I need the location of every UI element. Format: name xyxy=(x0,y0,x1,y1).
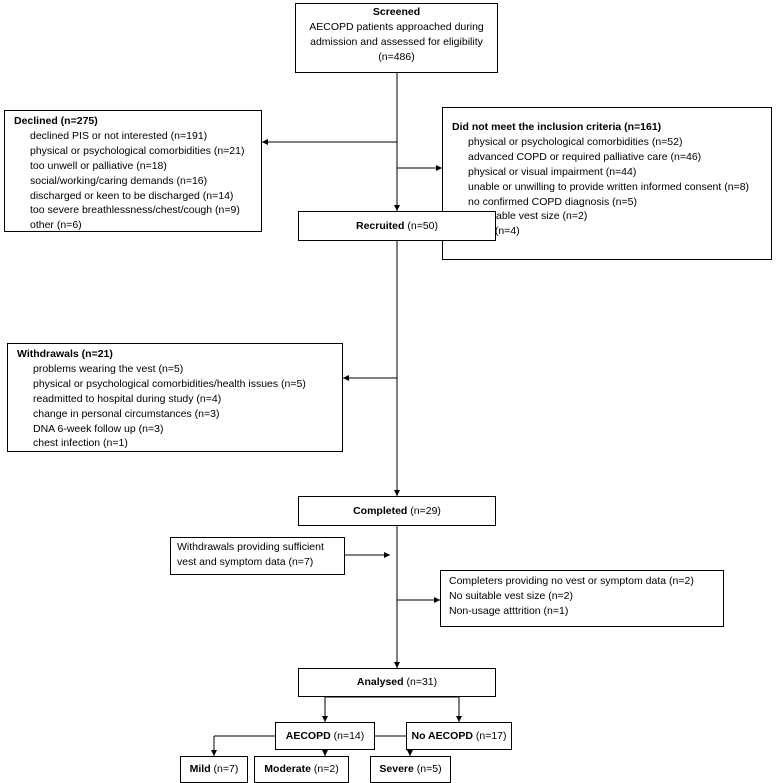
list-item: too severe breathlessness/chest/cough (n… xyxy=(30,204,240,217)
list-item: problems wearing the vest (n=5) xyxy=(33,362,184,375)
declined-list: declined PIS or not interested (n=191) p… xyxy=(14,129,261,233)
list-item: readmitted to hospital during study (n=4… xyxy=(33,392,222,405)
withdrawals-heading: Withdrawals (n=21) xyxy=(17,348,113,360)
list-item: physical or psychological comorbidities … xyxy=(30,144,245,157)
screened-line-1: AECOPD patients approached during xyxy=(309,20,484,33)
recruited-title: Recruited xyxy=(356,220,405,232)
recruited-count: (n=50) xyxy=(404,220,438,232)
list-item: no confirmed COPD diagnosis (n=5) xyxy=(468,195,637,208)
no-aecopd-box: No AECOPD (n=17) xyxy=(406,722,512,750)
list-item: advanced COPD or required palliative car… xyxy=(468,150,702,163)
list-item: discharged or keen to be discharged (n=1… xyxy=(30,189,234,202)
severe-title: Severe xyxy=(379,763,414,775)
completers-no-data-box: Completers providing no vest or symptom … xyxy=(440,570,724,627)
list-item: physical or visual impairment (n=44) xyxy=(468,165,637,178)
completed-count: (n=29) xyxy=(407,505,441,517)
moderate-box: Moderate (n=2) xyxy=(254,756,349,783)
list-item: too unwell or palliative (n=18) xyxy=(30,159,167,172)
completers-no-data-line-3: Non-usage atttrition (n=1) xyxy=(449,604,569,617)
mild-title: Mild xyxy=(189,763,211,775)
moderate-count: (n=2) xyxy=(310,763,339,775)
list-item: other (n=4) xyxy=(468,225,520,238)
aecopd-box: AECOPD (n=14) xyxy=(275,722,375,750)
list-item: social/working/caring demands (n=16) xyxy=(30,174,208,187)
list-item: unable or unwilling to provide written i… xyxy=(468,180,750,193)
no-aecopd-count: (n=17) xyxy=(472,730,507,742)
aecopd-count: (n=14) xyxy=(330,730,365,742)
withdrawals-sufficient-line-2: vest and symptom data (n=7) xyxy=(177,555,314,568)
severe-count: (n=5) xyxy=(413,763,442,775)
analysed-title: Analysed xyxy=(356,676,404,688)
no-aecopd-title: No AECOPD xyxy=(411,730,473,742)
analysed-count: (n=31) xyxy=(403,676,438,688)
moderate-title: Moderate xyxy=(264,763,311,775)
withdrawals-box: Withdrawals (n=21) problems wearing the … xyxy=(7,343,343,452)
list-item: chest infection (n=1) xyxy=(33,437,128,450)
completed-title: Completed xyxy=(353,505,408,517)
withdrawals-sufficient-line-1: Withdrawals providing sufficient xyxy=(177,541,324,553)
severe-box: Severe (n=5) xyxy=(370,756,451,783)
list-item: physical or psychological comorbidities … xyxy=(468,135,683,148)
screened-line-3: (n=486) xyxy=(378,50,415,63)
screened-box: Screened AECOPD patients approached duri… xyxy=(295,3,498,73)
list-item: change in personal circumstances (n=3) xyxy=(33,407,220,420)
list-item: other (n=6) xyxy=(30,219,82,232)
aecopd-title: AECOPD xyxy=(285,730,331,742)
list-item: unsuitable vest size (n=2) xyxy=(468,210,588,223)
not-meet-heading: Did not meet the inclusion criteria (n=1… xyxy=(452,121,662,133)
list-item: declined PIS or not interested (n=191) xyxy=(30,129,208,142)
declined-box: Declined (n=275) declined PIS or not int… xyxy=(4,110,262,232)
list-item: physical or psychological comorbidities/… xyxy=(33,377,306,390)
mild-box: Mild (n=7) xyxy=(180,756,248,783)
completed-box: Completed (n=29) xyxy=(298,496,496,526)
screened-line-2: admission and assessed for eligibility xyxy=(310,35,483,48)
list-item: DNA 6-week follow up (n=3) xyxy=(33,422,164,435)
recruited-box: Recruited (n=50) xyxy=(298,211,496,241)
analysed-box: Analysed (n=31) xyxy=(298,668,496,697)
not-meet-criteria-box: Did not meet the inclusion criteria (n=1… xyxy=(442,107,772,260)
withdrawals-sufficient-box: Withdrawals providing sufficient vest an… xyxy=(170,537,345,575)
not-meet-list: physical or psychological comorbidities … xyxy=(452,135,771,239)
completers-no-data-line-2: No suitable vest size (n=2) xyxy=(449,589,574,602)
withdrawals-list: problems wearing the vest (n=5) physical… xyxy=(17,362,342,451)
mild-count: (n=7) xyxy=(210,763,239,775)
screened-title: Screened xyxy=(372,6,421,18)
completers-no-data-line-1: Completers providing no vest or symptom … xyxy=(449,575,694,587)
declined-heading: Declined (n=275) xyxy=(14,115,98,127)
